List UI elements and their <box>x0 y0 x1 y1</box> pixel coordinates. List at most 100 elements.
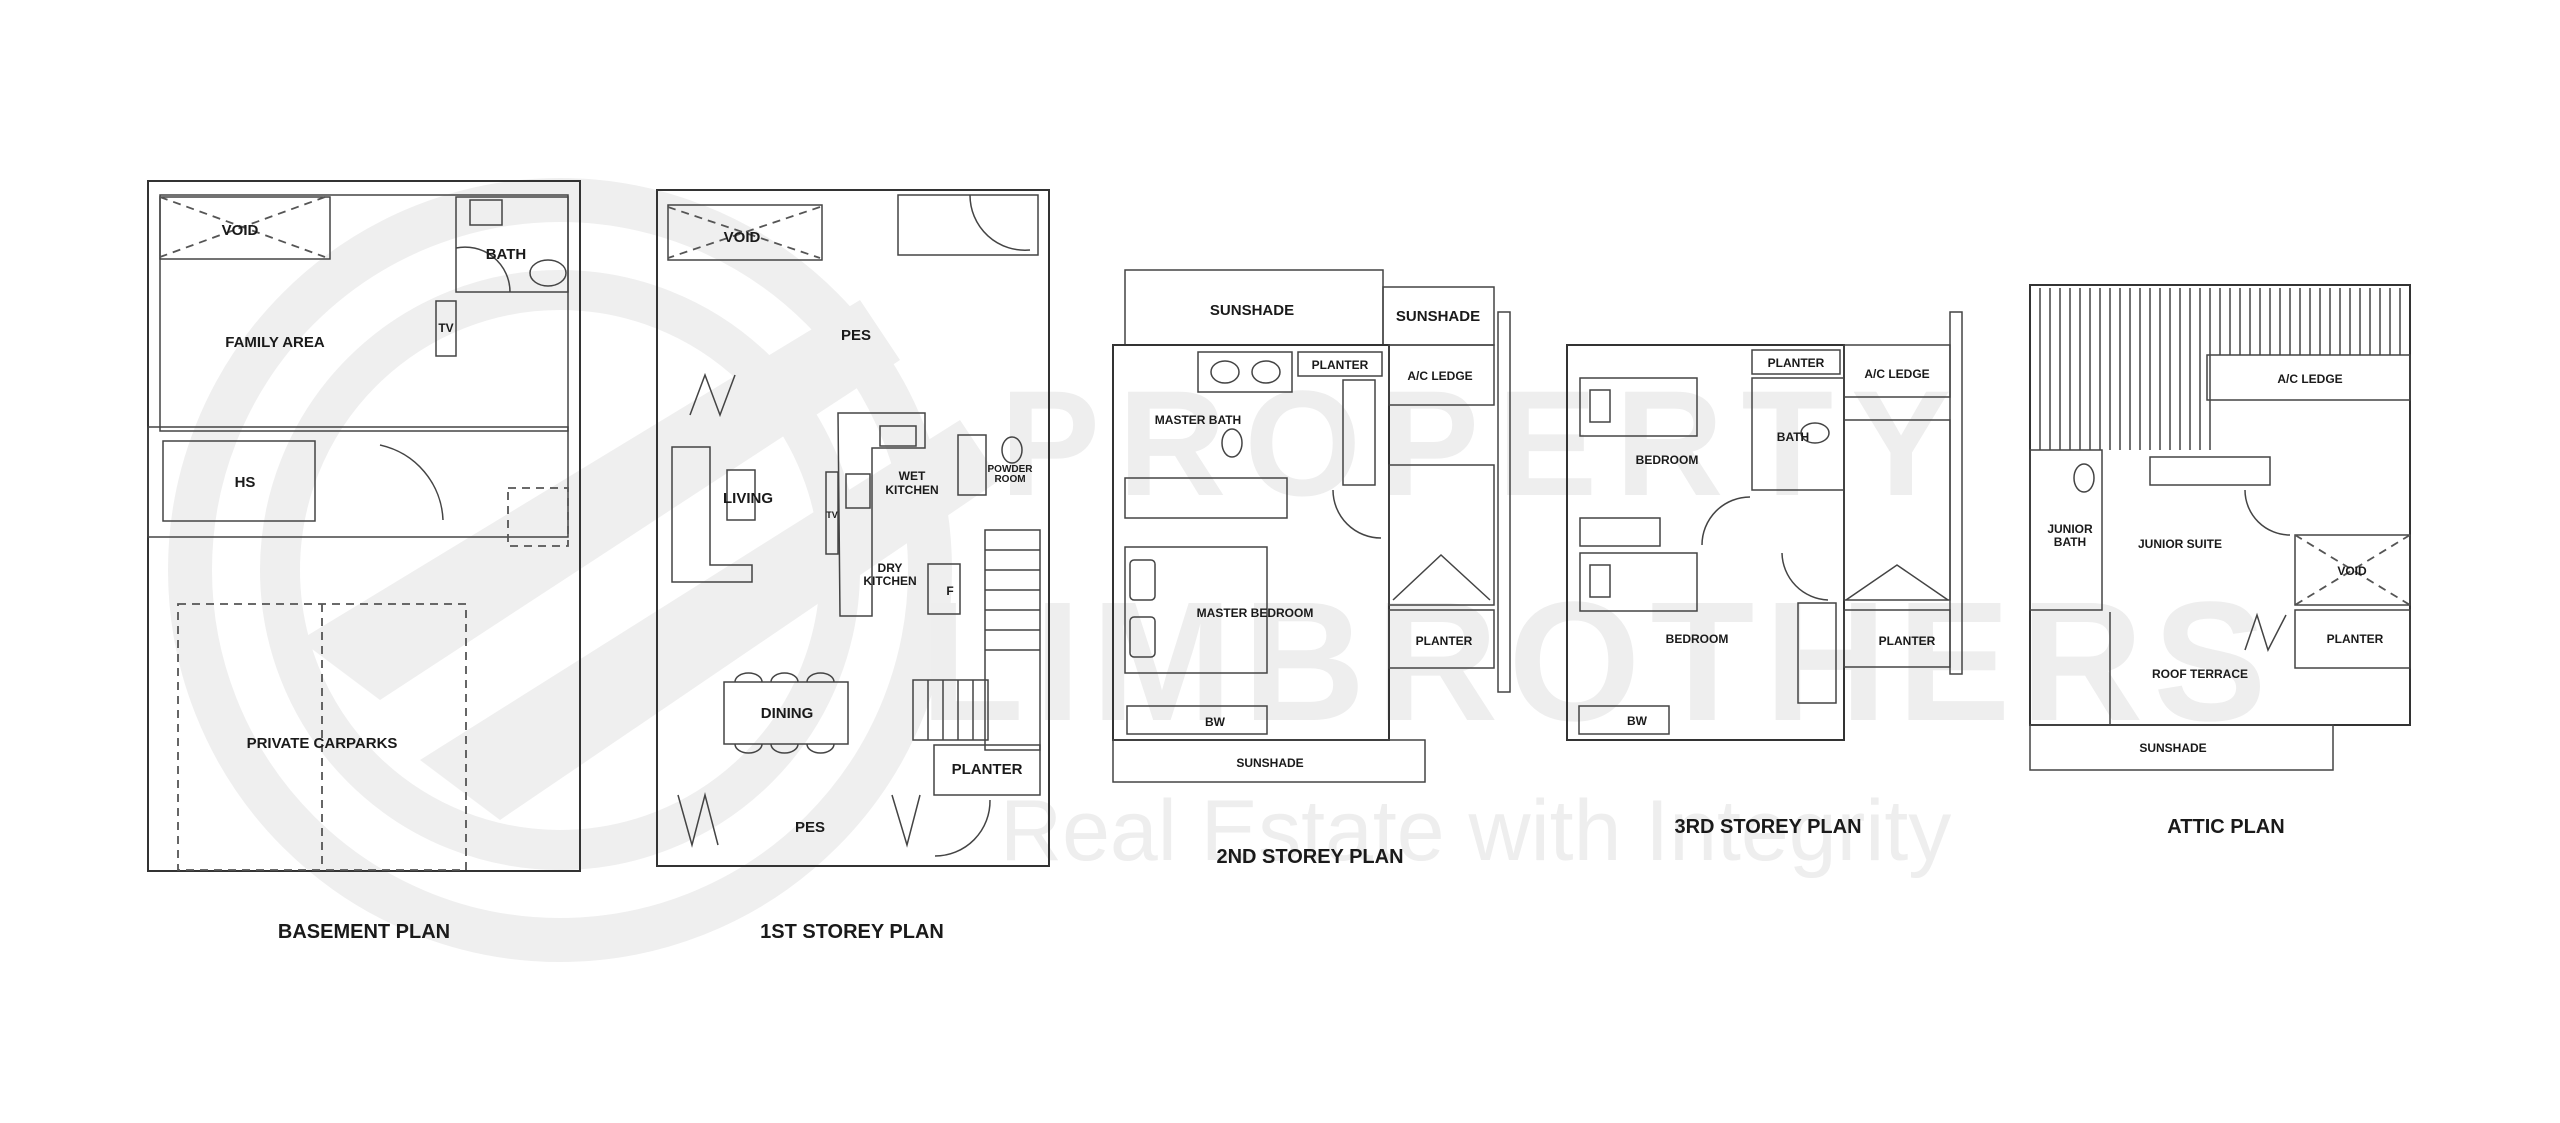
attic-plan-title: ATTIC PLAN <box>2167 816 2284 838</box>
pillow <box>1129 559 1156 601</box>
basement-bath-label: BATH <box>486 246 527 263</box>
basement-plan-title: BASEMENT PLAN <box>278 921 450 943</box>
watermark-tagline: Real Estate with Integrity <box>1000 783 1951 879</box>
door-swing-icon <box>969 194 1031 251</box>
master-bed <box>1124 546 1268 674</box>
hob-icon <box>845 473 871 509</box>
toilet-icon <box>2073 463 2095 493</box>
household-shelter <box>162 440 316 522</box>
attic-junior-bath-label-1: JUNIOR <box>2047 522 2093 536</box>
wardrobe <box>2149 456 2271 486</box>
second-sunshade-top-left-label: SUNSHADE <box>1210 302 1294 319</box>
second-bw-label: BW <box>1205 715 1226 729</box>
pillow <box>1129 616 1156 658</box>
second-sunshade-top-right-label: SUNSHADE <box>1396 308 1480 325</box>
door-swing-icon <box>1781 552 1829 601</box>
attic-plan: A/C LEDGE JUNIOR BATH JUNIOR SUITE VOID … <box>2029 284 2411 838</box>
staircase <box>984 529 1041 751</box>
sink-icon <box>879 425 917 447</box>
second-storey-plan-title: 2ND STOREY PLAN <box>1216 846 1403 868</box>
stair-outline <box>507 487 569 547</box>
first-powder-room-label-2: ROOM <box>994 474 1025 485</box>
second-master-bedroom-label: MASTER BEDROOM <box>1197 606 1314 620</box>
third-bedroom-top-label: BEDROOM <box>1636 453 1699 467</box>
watermark: PROPERTY LIMBROTHERS Real Estate with In… <box>168 178 2277 962</box>
door-swing-icon <box>2244 489 2291 536</box>
pillow <box>1589 564 1611 598</box>
first-dry-kitchen-label-2: KITCHEN <box>863 574 916 588</box>
basin-icon <box>1251 360 1281 384</box>
basin-icon <box>1210 360 1240 384</box>
coffee-table <box>726 469 756 521</box>
second-master-bath-label: MASTER BATH <box>1155 413 1241 427</box>
first-dining-label: DINING <box>761 705 814 722</box>
first-fridge-label: F <box>946 584 953 598</box>
first-living-label: LIVING <box>723 490 773 507</box>
pillow <box>1589 389 1611 423</box>
third-planter-right-label: PLANTER <box>1879 634 1936 648</box>
first-tv-label: TV <box>826 510 838 520</box>
stair-top <box>897 194 1039 256</box>
folding-door-icon <box>677 792 719 848</box>
attic-void-label: VOID <box>2337 564 2367 578</box>
tv-unit <box>825 471 839 555</box>
staircase <box>1843 419 1951 601</box>
first-storey-plan-title: 1ST STOREY PLAN <box>760 921 944 943</box>
basement-void-label: VOID <box>222 222 259 239</box>
dining-chairs <box>734 672 835 754</box>
first-void-label: VOID <box>724 229 761 246</box>
attic-roof-terrace-label: ROOF TERRACE <box>2152 667 2248 681</box>
toilet-icon <box>1221 428 1243 458</box>
watermark-logo-ring-outer <box>168 178 952 962</box>
door-swing-icon <box>1332 489 1382 539</box>
third-storey-plan: PLANTER A/C LEDGE BEDROOM BATH BEDROOM P… <box>1566 311 1963 838</box>
second-planter-top-label: PLANTER <box>1312 358 1369 372</box>
door-swing-icon <box>455 246 511 293</box>
fridge <box>927 563 961 615</box>
second-sunshade-bottom-label: SUNSHADE <box>1236 756 1303 770</box>
first-dry-kitchen-label-1: DRY <box>878 561 903 575</box>
basement-hs-label: HS <box>235 474 256 491</box>
basin-icon <box>469 199 503 226</box>
first-pes-bottom-label: PES <box>795 819 825 836</box>
staircase <box>1388 464 1495 606</box>
toilet-icon <box>529 259 567 287</box>
wardrobe <box>1124 477 1288 519</box>
watermark-logo-chevron-1 <box>300 300 900 700</box>
second-storey-plan: SUNSHADE SUNSHADE PLANTER A/C LEDGE MAST… <box>1112 269 1511 868</box>
sofa <box>671 446 753 583</box>
basement-tv-label: TV <box>438 321 453 335</box>
third-storey-plan-title: 3RD STOREY PLAN <box>1674 816 1861 838</box>
first-pes-top-label: PES <box>841 327 871 344</box>
third-planter-top-label: PLANTER <box>1768 356 1825 370</box>
roof-hatch <box>2039 288 2401 450</box>
dining-table <box>723 681 849 745</box>
toilet-icon <box>1001 436 1023 464</box>
door-swing-icon <box>379 444 444 521</box>
folding-door-icon <box>891 794 921 848</box>
first-planter-label: PLANTER <box>952 761 1023 778</box>
first-storey-plan: VOID PES LIVING TV WET KITCHEN DRY KITCH… <box>656 189 1050 943</box>
bed <box>1579 552 1698 612</box>
door-swing-icon <box>1701 496 1751 546</box>
third-bedroom-bottom-label: BEDROOM <box>1666 632 1729 646</box>
tv-unit <box>435 300 457 357</box>
wardrobe <box>1797 602 1837 704</box>
third-bath-label: BATH <box>1777 430 1809 444</box>
third-ac-ledge-label: A/C LEDGE <box>1864 367 1929 381</box>
first-wet-kitchen-label-2: KITCHEN <box>885 483 938 497</box>
attic-planter-label: PLANTER <box>2327 632 2384 646</box>
door-swing-icon <box>934 799 991 857</box>
third-bw-label: BW <box>1627 714 1648 728</box>
folding-door-icon <box>2244 612 2287 652</box>
watermark-line2: LIMBROTHERS <box>920 567 2277 757</box>
attic-junior-suite-label: JUNIOR SUITE <box>2138 537 2222 551</box>
first-wet-kitchen-label-1: WET <box>899 469 926 483</box>
second-ac-ledge-label: A/C LEDGE <box>1407 369 1472 383</box>
second-planter-right-label: PLANTER <box>1416 634 1473 648</box>
kitchen-counter <box>837 412 926 617</box>
folding-door-icon <box>689 372 736 418</box>
basement-plan: VOID BATH TV FAMILY AREA HS PRIVATE CARP… <box>147 180 581 943</box>
basement-void-box <box>159 196 331 260</box>
